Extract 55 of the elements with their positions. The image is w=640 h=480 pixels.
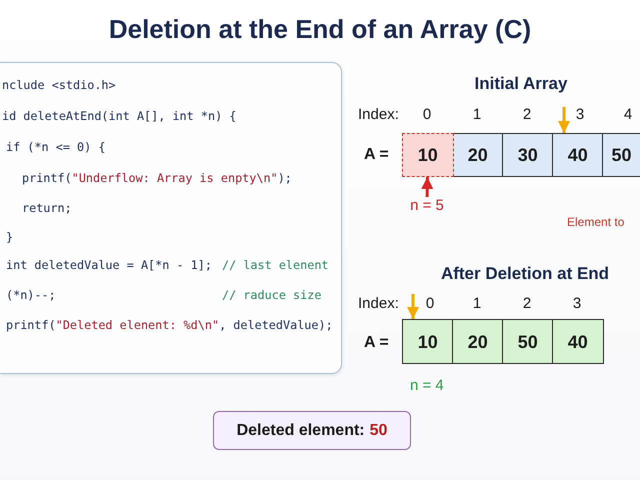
highlighted-array-cell (402, 133, 454, 177)
cell-value: 30 (518, 145, 538, 165)
code-line: printf("Deleted elenent: %d\n", deletedValue); (6, 317, 333, 333)
array-cell (402, 319, 454, 364)
code-line: } (6, 229, 14, 245)
code-line: nclude <stdio.h> (2, 77, 116, 93)
cell-value: 50 (518, 332, 538, 352)
cell-value: 20 (468, 332, 488, 352)
pointer-arrow (558, 107, 570, 133)
array-cell (502, 133, 554, 177)
code-line: (*n)--; (6, 287, 56, 303)
index-label: 2 (522, 106, 532, 124)
code-panel (0, 62, 342, 374)
index-label: 3 (576, 106, 584, 124)
index-label: Index: (358, 295, 399, 313)
code-line: printf("Underflow: Array is enpty\n"); (22, 170, 292, 186)
note-text: Element to (567, 214, 624, 230)
cell-value: 10 (418, 145, 438, 165)
code-line: id deleteAtEnd(int A[], int *n) { (2, 108, 236, 124)
code-line: if (*n <= 0) { (6, 139, 106, 155)
cell-value: 40 (568, 332, 588, 352)
index-label: 3 (572, 295, 582, 313)
array-name-label: A = (364, 146, 389, 164)
index-label: 4 (624, 106, 632, 124)
code-comment: // last elenent (222, 257, 329, 273)
result-text: Deleted element: (236, 420, 365, 440)
cell-value: 20 (468, 145, 488, 165)
index-label: 1 (472, 106, 482, 124)
array-cell (602, 133, 640, 177)
array-cell (552, 319, 604, 364)
code-line: int deletedValue = A[*n - 1]; (6, 257, 212, 273)
index-label: 1 (472, 295, 482, 313)
array-cell (452, 319, 504, 364)
array-cell (552, 133, 604, 177)
code-comment: // raduce size (222, 287, 322, 303)
result-box (213, 411, 411, 450)
size-label: n = 4 (410, 377, 444, 395)
cell-value: 40 (568, 145, 588, 165)
array-name-label: A = (364, 334, 389, 352)
index-label: 0 (422, 106, 432, 124)
index-label: Index: (358, 106, 399, 124)
array-cell (502, 319, 554, 364)
array-cell (452, 133, 504, 177)
section-heading: Initial Array (474, 74, 568, 94)
arrow (421, 176, 434, 198)
diagram-title: Deletion at the End of an Array (C) (108, 13, 532, 46)
section-heading: After Deletion at End (440, 264, 610, 284)
index-label: 0 (426, 295, 434, 313)
size-label: n = 5 (405, 197, 449, 215)
cell-value: 50 (611, 145, 632, 165)
code-line: return; (22, 200, 72, 216)
index-label: 2 (522, 295, 532, 313)
pointer-arrow (407, 294, 419, 319)
cell-value: 10 (418, 332, 438, 352)
result-value: 50 (370, 420, 388, 440)
